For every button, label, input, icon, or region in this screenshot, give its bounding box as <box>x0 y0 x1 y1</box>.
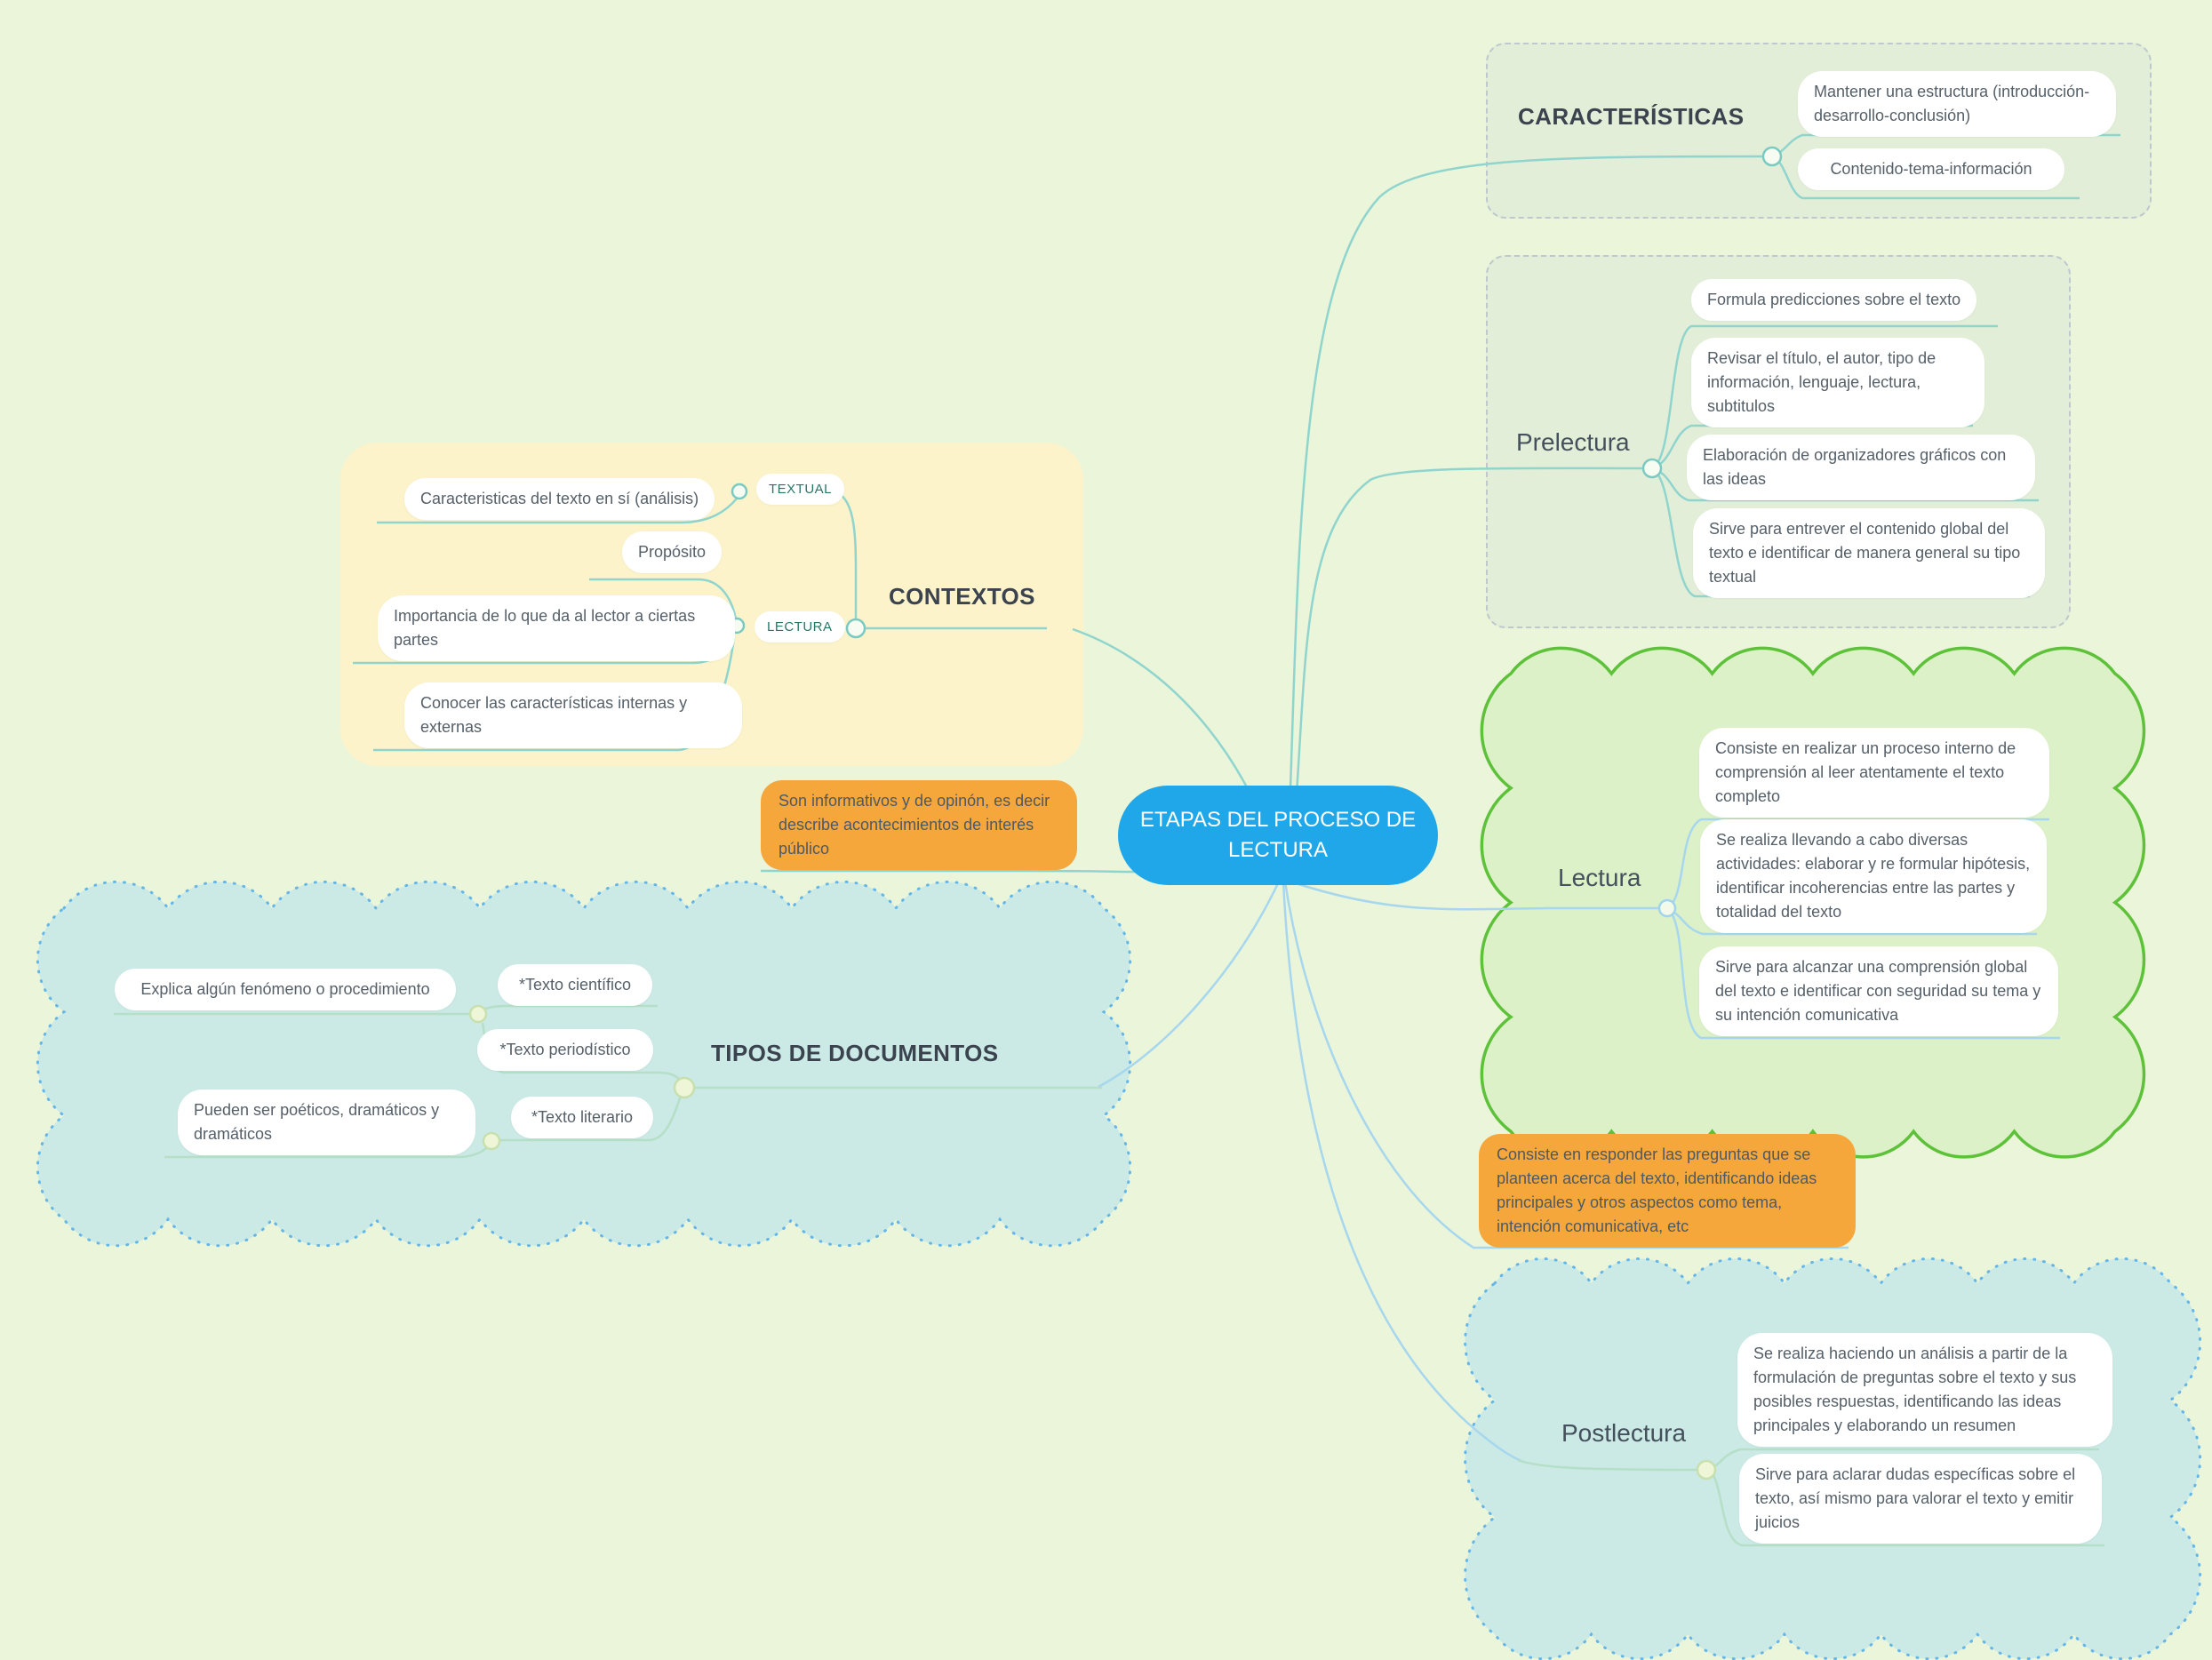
tipos-node[interactable]: Explica algún fenómeno o procedimiento <box>115 969 456 1010</box>
prelectura-label[interactable]: Prelectura <box>1516 428 1630 456</box>
postlectura-node[interactable]: Sirve para aclarar dudas específicas sob… <box>1739 1454 2102 1544</box>
caracteristicas-title[interactable]: CARACTERÍSTICAS <box>1518 103 1745 130</box>
central-topic[interactable]: ETAPAS DEL PROCESO DE LECTURA <box>1118 786 1438 885</box>
contextos-lectura-node[interactable]: Importancia de lo que da al lector a cie… <box>378 595 735 661</box>
contextos-lectura-label[interactable]: LECTURA <box>755 611 845 642</box>
lectura-node[interactable]: Consiste en realizar un proceso interno … <box>1699 728 2049 818</box>
contextos-textual-node[interactable]: Caracteristicas del texto en sí (análisi… <box>404 478 715 520</box>
contextos-title[interactable]: CONTEXTOS <box>889 583 1035 610</box>
prelectura-node[interactable]: Formula predicciones sobre el texto <box>1691 279 1977 321</box>
lectura-label[interactable]: Lectura <box>1558 864 1641 891</box>
tipos-title[interactable]: TIPOS DE DOCUMENTOS <box>711 1040 999 1066</box>
postlectura-note[interactable]: Consiste en responder las preguntas que … <box>1479 1134 1856 1248</box>
prelectura-node[interactable]: Sirve para entrever el contenido global … <box>1693 508 2045 598</box>
postlectura-node[interactable]: Se realiza haciendo un análisis a partir… <box>1737 1333 2112 1447</box>
prelectura-node[interactable]: Revisar el título, el autor, tipo de inf… <box>1691 338 1984 427</box>
lectura-node[interactable]: Se realiza llevando a cabo diversas acti… <box>1700 819 2047 933</box>
contextos-lectura-node[interactable]: Propósito <box>622 531 723 573</box>
caracteristicas-node[interactable]: Contenido-tema-información <box>1798 148 2064 190</box>
postlectura-label[interactable]: Postlectura <box>1561 1419 1687 1447</box>
tipos-node[interactable]: Pueden ser poéticos, dramáticos y dramát… <box>178 1089 475 1155</box>
contextos-textual-label[interactable]: TEXTUAL <box>756 474 845 505</box>
prelectura-node[interactable]: Elaboración de organizadores gráficos co… <box>1687 435 2035 500</box>
tipos-node[interactable]: *Texto literario <box>511 1097 653 1138</box>
caracteristicas-node[interactable]: Mantener una estructura (introducción-de… <box>1798 71 2116 137</box>
contextos-lectura-node[interactable]: Conocer las características internas y e… <box>404 682 742 748</box>
tipos-node[interactable]: *Texto científico <box>498 964 652 1006</box>
tipos-node[interactable]: *Texto periodístico <box>477 1029 653 1071</box>
lectura-node[interactable]: Sirve para alcanzar una comprensión glob… <box>1699 946 2058 1036</box>
contextos-note[interactable]: Son informativos y de opinón, es decir d… <box>761 780 1077 870</box>
